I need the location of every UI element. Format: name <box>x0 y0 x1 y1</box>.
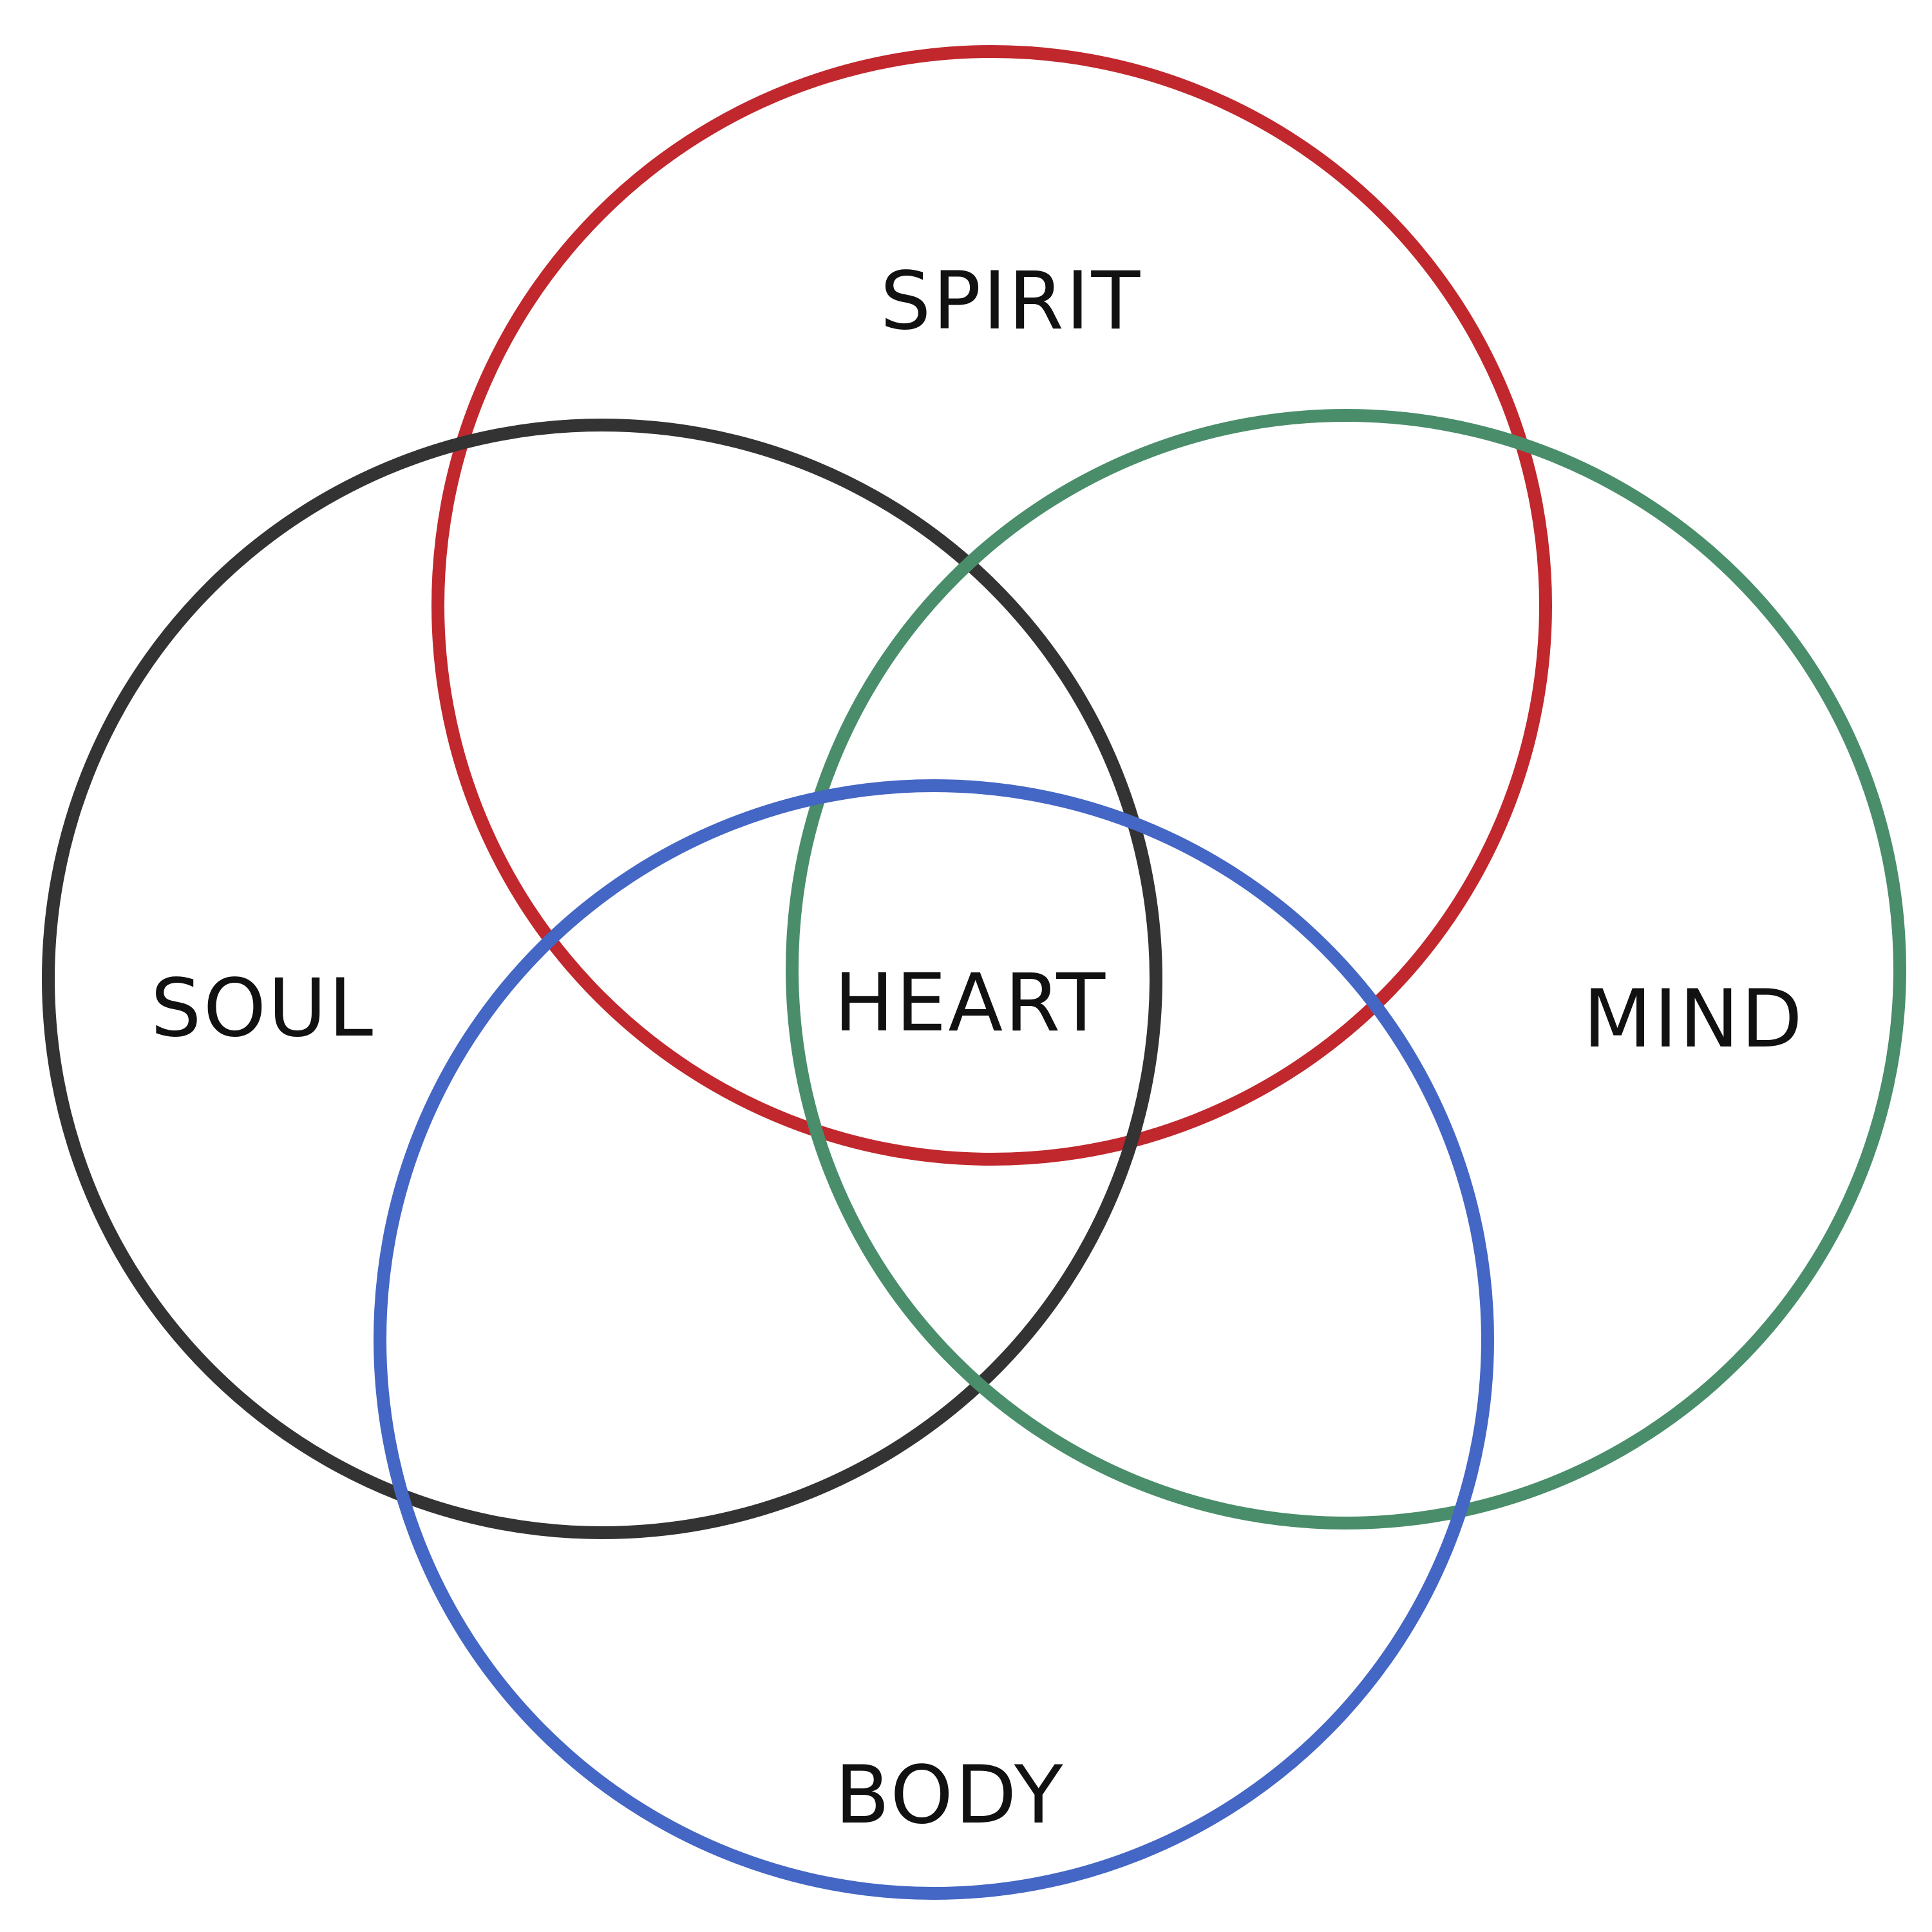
soul-label: SOUL <box>151 962 375 1055</box>
spirit-circle <box>431 45 1552 1166</box>
mind-circle <box>786 409 1906 1530</box>
heart-label: HEART <box>834 957 1107 1050</box>
spirit-label: SPIRIT <box>880 255 1142 348</box>
body-label: BODY <box>835 1749 1065 1842</box>
soul-circle <box>42 419 1162 1539</box>
mind-label: MIND <box>1583 973 1804 1066</box>
body-circle <box>374 779 1494 1900</box>
